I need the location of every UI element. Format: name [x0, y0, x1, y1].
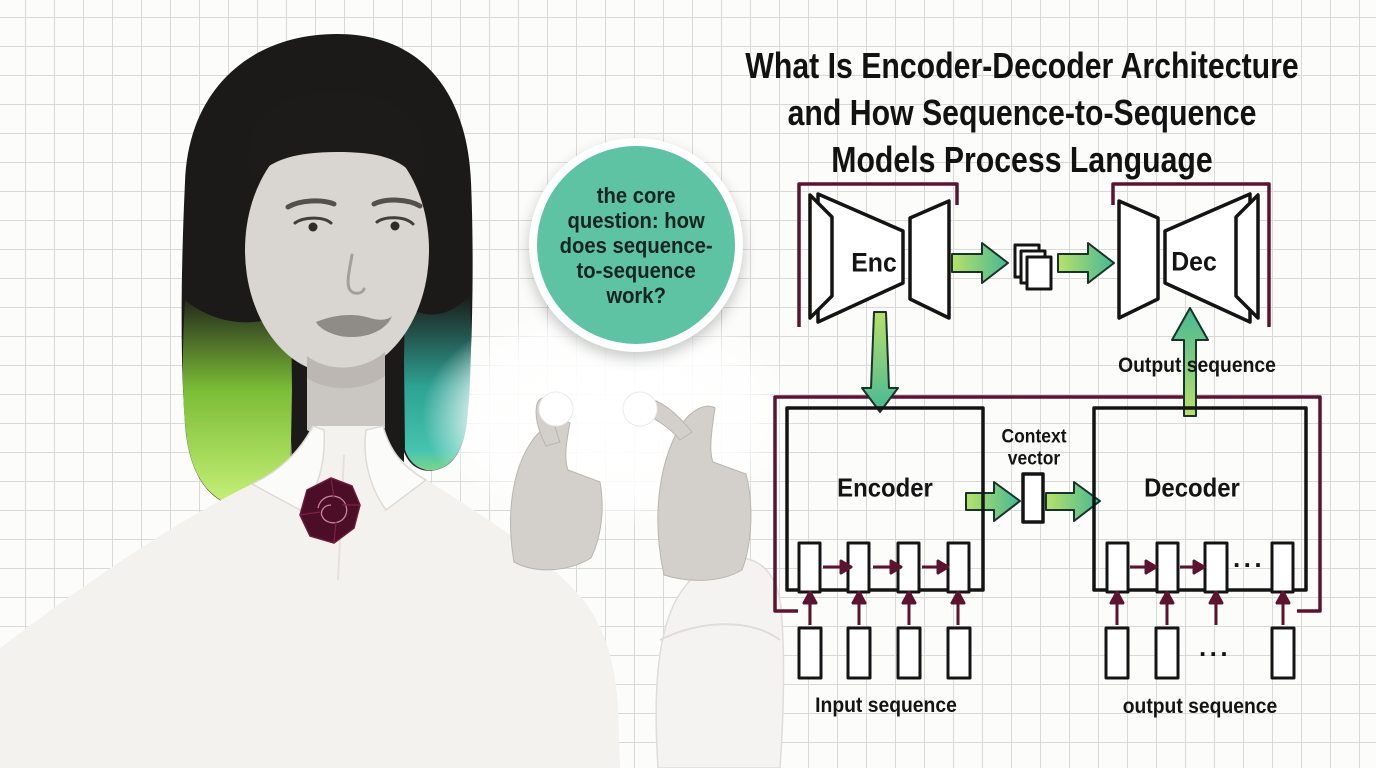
decoder-cells-ellipsis: ··· — [1233, 549, 1265, 580]
arrow-docs-to-dec — [1057, 242, 1115, 284]
input-sequence-label: Input sequence — [815, 694, 957, 717]
page-title: What Is Encoder-Decoder Architecture and… — [725, 42, 1320, 183]
seq2seq-diagram — [773, 182, 1322, 680]
core-question-text: the core question: how does sequence- to… — [559, 182, 713, 308]
documents-icon — [1013, 243, 1053, 291]
dec-label: Dec — [1171, 246, 1217, 277]
arrow-encoder-to-ctx — [965, 481, 1021, 522]
input-arrows — [802, 590, 1291, 625]
encoder-label: Encoder — [837, 472, 933, 503]
encoder-box — [785, 406, 985, 592]
molecule-connector-icon — [538, 391, 658, 427]
woman-photo — [0, 34, 802, 768]
rose-brooch-icon — [299, 477, 361, 544]
output-sequence-bottom-label: output sequence — [1122, 695, 1278, 718]
arrow-enc-down — [861, 311, 899, 413]
dec-bracket — [1111, 182, 1271, 327]
output-boxes-ellipsis: ··· — [1199, 638, 1231, 669]
title-line-1: What Is Encoder-Decoder Architecture — [745, 45, 1299, 86]
corner-brackets — [773, 182, 1322, 613]
shirt — [0, 425, 620, 768]
title-line-3: Models Process Language — [831, 139, 1213, 180]
output-token-boxes — [1104, 626, 1296, 680]
frame-bracket — [773, 395, 1322, 613]
input-token-boxes — [797, 626, 972, 680]
core-question-sticker: the core question: how does sequence- to… — [529, 138, 743, 352]
output-sequence-top-label: Output sequence — [1118, 354, 1276, 377]
context-vector-label: Context vector — [1001, 426, 1067, 470]
decoder-icon — [1117, 192, 1260, 324]
decoder-label: Decoder — [1144, 472, 1240, 503]
hair-bangs — [248, 92, 426, 178]
green-arrows — [861, 242, 1209, 522]
recurrent-arrows — [823, 559, 1206, 575]
encoder-icon — [808, 192, 951, 324]
enc-bracket — [797, 182, 959, 327]
arrow-decoder-up — [1171, 307, 1209, 417]
neck — [307, 352, 385, 442]
raised-arm-sleeve — [655, 557, 785, 768]
decoder-box — [1092, 406, 1308, 592]
title-line-2: and How Sequence-to-Sequence — [787, 92, 1257, 133]
enc-label: Enc — [851, 247, 897, 278]
arrow-enc-to-docs — [951, 242, 1009, 284]
face — [245, 126, 429, 374]
context-vector-box — [1021, 472, 1045, 524]
arrow-ctx-to-decoder — [1045, 481, 1101, 522]
